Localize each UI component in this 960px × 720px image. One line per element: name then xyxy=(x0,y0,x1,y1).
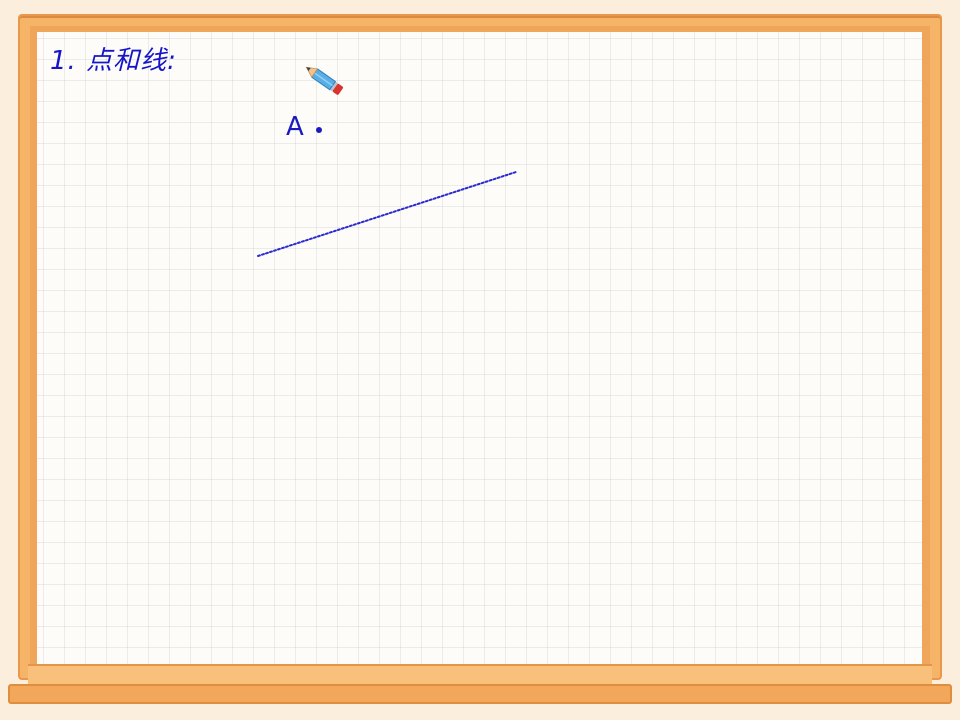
point-a-dot xyxy=(316,127,322,133)
pencil-icon xyxy=(305,66,344,95)
grid-board xyxy=(37,32,922,664)
dotted-line xyxy=(257,171,517,257)
point-a-label: A xyxy=(286,112,304,142)
lesson-heading: 1. 点和线: xyxy=(50,46,177,76)
board-ledge-top xyxy=(28,664,932,686)
board-ledge xyxy=(8,684,952,704)
